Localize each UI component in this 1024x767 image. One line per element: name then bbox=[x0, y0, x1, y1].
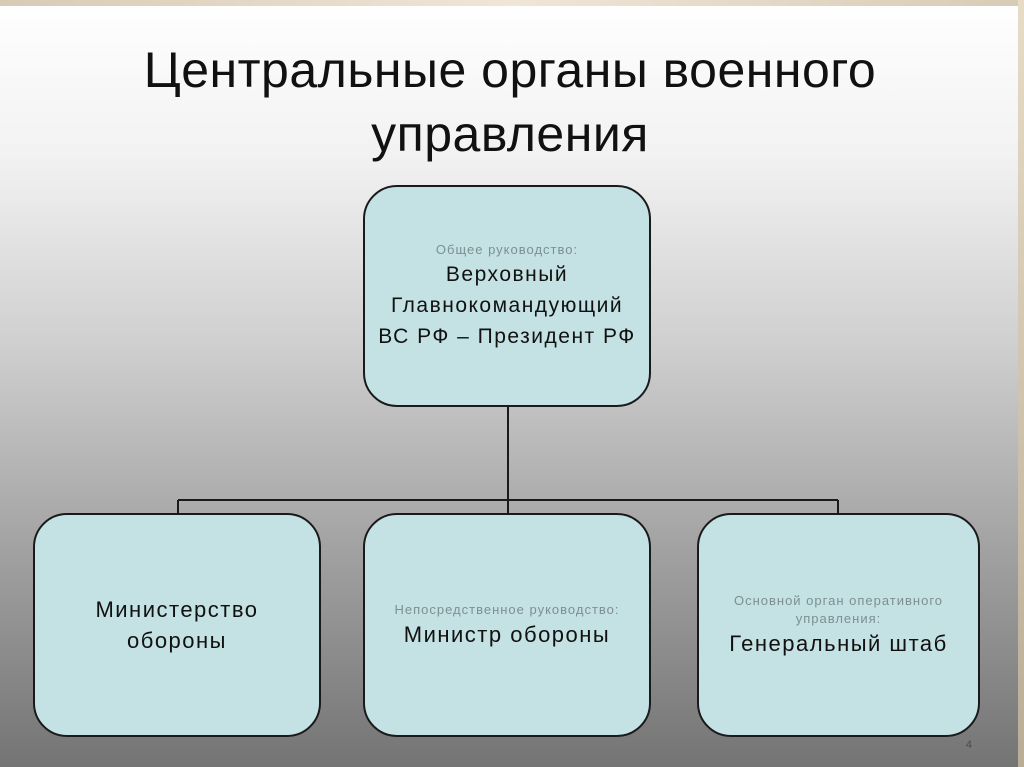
node-general-staff: Основной орган оперативного управления: … bbox=[697, 513, 980, 737]
node-minister-of-defense-label: Министр обороны bbox=[403, 621, 611, 647]
page-number: 4 bbox=[965, 739, 972, 751]
node-general-staff-sublabel: Основной орган оперативного управления: bbox=[733, 592, 944, 626]
node-supreme-commander: Общее руководство: Верховный Главнокоман… bbox=[363, 185, 651, 407]
node-supreme-commander-sublabel: Общее руководство: bbox=[435, 241, 579, 257]
slide-frame-top bbox=[0, 0, 1024, 6]
node-supreme-commander-label: Верховный Главнокомандующий ВС РФ – През… bbox=[378, 262, 636, 348]
node-ministry-of-defense-label: Министерство обороны bbox=[95, 597, 259, 653]
node-minister-of-defense-sublabel: Непосредственное руководство: bbox=[394, 601, 620, 617]
node-minister-of-defense: Непосредственное руководство: Министр об… bbox=[363, 513, 651, 737]
node-ministry-of-defense: Министерство обороны bbox=[33, 513, 321, 737]
node-general-staff-label: Генеральный штаб bbox=[729, 630, 948, 656]
slide-title: Центральные органы военного управления bbox=[143, 42, 877, 162]
slide-frame-right bbox=[1018, 0, 1024, 767]
